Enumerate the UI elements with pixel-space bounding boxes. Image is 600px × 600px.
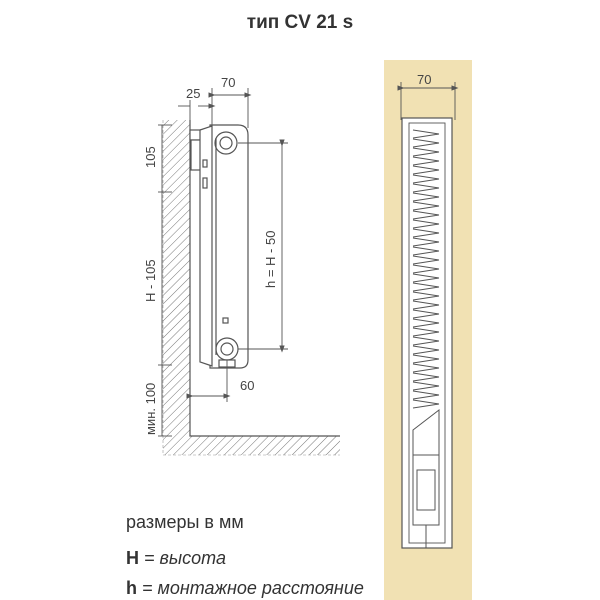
- h-symbol: h: [126, 578, 137, 598]
- legend-h: h = монтажное расстояние: [126, 578, 364, 599]
- radiator-profile: [189, 124, 249, 369]
- section-panel: 70: [384, 60, 472, 600]
- fin-line: [412, 354, 440, 364]
- fin-line: [412, 336, 440, 346]
- fin-line: [412, 192, 440, 202]
- fin-line: [412, 138, 440, 148]
- dim-bottom: мин. 100: [143, 383, 158, 435]
- fin-line: [412, 327, 440, 337]
- fin-line: [412, 255, 440, 265]
- fin-line: [412, 318, 440, 328]
- fin-line: [412, 264, 440, 274]
- fin-line: [412, 291, 440, 301]
- H-definition: = высота: [139, 548, 226, 568]
- H-symbol: H: [126, 548, 139, 568]
- fin-line: [412, 381, 440, 391]
- fin-line: [412, 363, 440, 373]
- fin-line: [412, 165, 440, 175]
- fin-line: [412, 309, 440, 319]
- dim-bottom-offset: 60: [240, 378, 254, 393]
- fin-line: [412, 174, 440, 184]
- legend-H: H = высота: [126, 548, 226, 569]
- dimension-lines: [158, 88, 288, 437]
- fin-line: [412, 129, 440, 139]
- dim-depth: 70: [221, 75, 235, 90]
- fin-line: [412, 345, 440, 355]
- dim-top-offset: 25: [186, 86, 200, 101]
- units-text: размеры в мм: [126, 512, 244, 532]
- fin-line: [412, 273, 440, 283]
- fin-line: [412, 372, 440, 382]
- fin-line: [412, 246, 440, 256]
- fin-line: [412, 390, 440, 400]
- fin-line: [412, 219, 440, 229]
- fin-line: [412, 147, 440, 157]
- fin-line: [412, 201, 440, 211]
- legend-units: размеры в мм: [126, 512, 244, 533]
- h-definition: = монтажное расстояние: [137, 578, 364, 598]
- fin-line: [412, 282, 440, 292]
- wall-section: [162, 120, 340, 456]
- fin-line: [412, 210, 440, 220]
- dim-mount: h = H - 50: [263, 231, 278, 288]
- dim-upper: 105: [143, 146, 158, 168]
- diagram-title: тип CV 21 s: [246, 12, 354, 33]
- dim-middle: H - 105: [143, 259, 158, 302]
- fin-line: [412, 156, 440, 166]
- fin-line: [412, 237, 440, 247]
- fin-line: [412, 399, 440, 409]
- fin-line: [412, 183, 440, 193]
- fin-line: [412, 300, 440, 310]
- convector-fins: [412, 129, 440, 409]
- fin-line: [412, 228, 440, 238]
- dim-side-width: 70: [417, 72, 431, 87]
